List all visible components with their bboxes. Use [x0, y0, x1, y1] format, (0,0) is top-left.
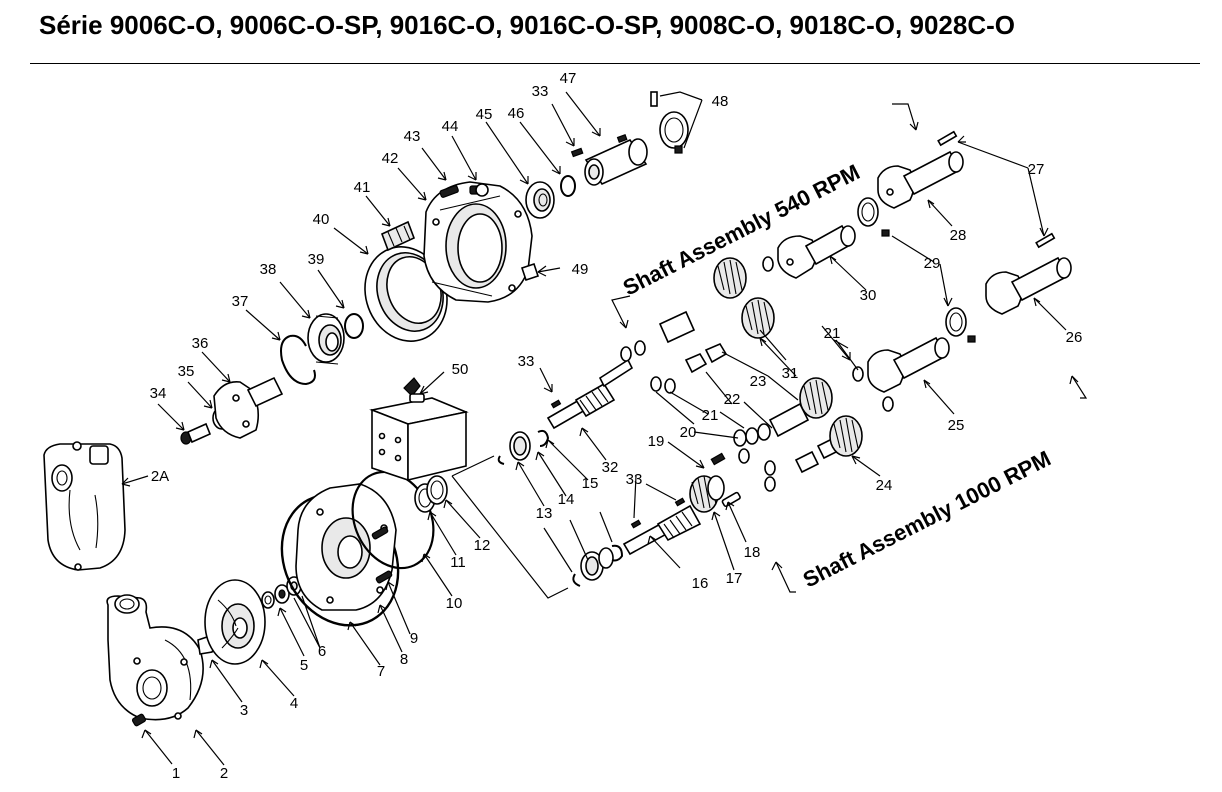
- page-title: Série 9006C-O, 9006C-O-SP, 9016C-O, 9016…: [39, 10, 1015, 40]
- part-keys: [937, 130, 1056, 249]
- callout-7: 7: [377, 663, 385, 680]
- part-gears-540: [620, 257, 775, 362]
- callout-16: 16: [692, 575, 709, 592]
- part-impeller: [204, 579, 266, 665]
- part-seal-45: [525, 181, 555, 219]
- part-gearbox-housing: [423, 181, 533, 303]
- part-flange-right: [985, 256, 1072, 315]
- callout-1: 1: [172, 765, 180, 782]
- part-clip-41: [380, 220, 416, 252]
- part-vent-44: [475, 183, 489, 197]
- callout-6: 6: [318, 643, 326, 660]
- callout-8: 8: [400, 651, 408, 668]
- callout-30: 30: [860, 287, 877, 304]
- callout-50: 50: [452, 361, 469, 378]
- callout-18: 18: [744, 544, 761, 561]
- callout-33c: 33: [532, 83, 549, 100]
- callout-46: 46: [508, 105, 525, 122]
- part-snap-ring-37: [280, 334, 316, 386]
- part-bearings-snap-rings: [497, 429, 624, 587]
- callout-29: 29: [924, 255, 941, 272]
- callout-21a: 21: [702, 407, 719, 424]
- callout-35: 35: [178, 363, 195, 380]
- part-backplate: [295, 483, 397, 611]
- callout-3: 3: [240, 702, 248, 719]
- callout-13a: 13: [536, 505, 553, 522]
- part-plug-49: [520, 262, 540, 282]
- part-shims: [414, 475, 448, 513]
- callout-43: 43: [404, 128, 421, 145]
- callout-37: 37: [232, 293, 249, 310]
- callout-38: 38: [260, 261, 277, 278]
- callout-20a: 20: [680, 424, 697, 441]
- part-bearing-cap: [212, 376, 284, 439]
- part-shroud: [43, 441, 126, 571]
- callout-11: 11: [450, 554, 466, 571]
- part-pin-33-top: [570, 147, 584, 158]
- part-bolt-34: [180, 422, 212, 445]
- callout-2: 2: [220, 765, 228, 782]
- callout-49: 49: [572, 261, 589, 278]
- part-flange-lower: [852, 336, 950, 412]
- callout-23: 23: [750, 373, 767, 390]
- callout-10: 10: [446, 595, 463, 612]
- callout-26: 26: [1066, 329, 1083, 346]
- part-gear-middle: [768, 377, 833, 438]
- part-input-sleeve: [584, 133, 648, 186]
- callout-36: 36: [192, 335, 209, 352]
- callout-48: 48: [712, 93, 729, 110]
- callout-44: 44: [442, 118, 459, 135]
- callout-5: 5: [300, 657, 308, 674]
- part-gear-right: [829, 415, 863, 457]
- callout-32: 32: [602, 459, 619, 476]
- callout-41: 41: [354, 179, 371, 196]
- part-housing-bolts: [371, 526, 393, 584]
- part-bolt-lower: [721, 491, 741, 508]
- part-bolt-43: [439, 185, 459, 198]
- callout-9: 9: [410, 630, 418, 647]
- part-drain-plug: [131, 713, 147, 727]
- part-shaft-upper: [546, 358, 634, 430]
- callout-33a: 33: [518, 353, 535, 370]
- callout-labels: 1 2 2A 3 4 5 6 7 8 9 10 11 12 13 13 14 1…: [150, 70, 1083, 782]
- part-shaft-lower: [622, 497, 702, 556]
- part-o-ring-46: [560, 175, 576, 197]
- callout-19: 19: [648, 433, 665, 450]
- part-flange-540: [762, 224, 856, 279]
- callout-24: 24: [876, 477, 893, 494]
- callout-12: 12: [474, 537, 491, 554]
- part-ring-gear: [364, 246, 448, 342]
- part-mounting-bracket: [369, 377, 469, 482]
- label-shaft-assembly-1000: Shaft Assembly 1000 RPM: [799, 446, 1055, 593]
- part-collar-48: [650, 91, 689, 154]
- part-pump-casing: [106, 594, 204, 721]
- leader-lines: [121, 91, 1088, 766]
- callout-33b: 33: [626, 471, 643, 488]
- part-flange-upper-right: [877, 150, 964, 209]
- callout-4: 4: [290, 695, 298, 712]
- callout-31: 31: [782, 365, 799, 382]
- part-gear-lower: [689, 475, 725, 513]
- callout-28: 28: [950, 227, 967, 244]
- callout-2a: 2A: [151, 468, 169, 485]
- part-bearing-38: [307, 313, 345, 365]
- callout-39: 39: [308, 251, 325, 268]
- callout-45: 45: [476, 106, 493, 123]
- callout-34: 34: [150, 385, 167, 402]
- callout-40: 40: [313, 211, 330, 228]
- callout-25: 25: [948, 417, 965, 434]
- callout-15a: 15: [582, 475, 599, 492]
- callout-47: 47: [560, 70, 577, 87]
- title-divider: [30, 63, 1200, 64]
- callout-42: 42: [382, 150, 399, 167]
- part-collars: [857, 197, 976, 343]
- callout-27: 27: [1028, 161, 1045, 178]
- callout-14a: 14: [558, 491, 575, 508]
- part-o-ring-39: [344, 313, 364, 339]
- callout-22: 22: [724, 391, 741, 408]
- callout-17: 17: [726, 570, 743, 587]
- callout-21b: 21: [824, 325, 841, 342]
